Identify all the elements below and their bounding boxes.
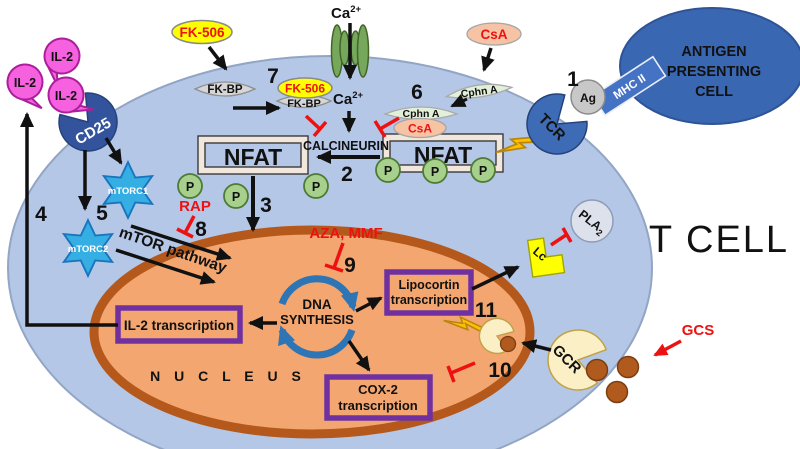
fk506-pill — [171, 19, 233, 45]
nfat-active-box: NFAT — [197, 135, 309, 175]
fkbp-calcineurin-inhibitor — [304, 114, 328, 138]
nfat-label: NFAT — [224, 144, 282, 170]
lipocortin-label-line2: transcription — [391, 293, 467, 307]
fk506-pill — [277, 77, 333, 99]
lipocortin-transcription-box: Lipocortin transcription — [384, 269, 474, 316]
mtorc2-label: mTORC2 — [68, 244, 108, 255]
csa-pill — [393, 117, 447, 139]
p-label: P — [384, 164, 392, 178]
dna-cycle-arc-top — [278, 275, 359, 312]
mtor-pathway-arrow-lower — [115, 248, 216, 285]
lc-protein — [526, 237, 566, 278]
ca-label-inner: Ca2+ — [333, 90, 363, 108]
p-label: P — [312, 180, 320, 194]
lipocortin-to-lc-arrow — [471, 265, 520, 291]
lc-pla2-inhibitor — [550, 227, 573, 247]
fk506-label: FK-506 — [285, 82, 325, 96]
csa-to-cphna-arrow — [481, 47, 495, 72]
il2-molecules: IL-2 IL-2 IL-2 — [1, 30, 95, 121]
aza-mmf-label: AZA, MMF — [309, 225, 382, 242]
p-label: P — [232, 190, 240, 204]
step-11: 11 — [475, 299, 498, 322]
cox2-label-line2: transcription — [338, 398, 418, 413]
step-1: 1 — [567, 68, 579, 91]
pla2-enzyme — [570, 199, 614, 243]
il2-label: IL-2 — [55, 89, 77, 103]
phosphate-groups: P P P P P P — [177, 157, 496, 209]
il2-transcription-label: IL-2 transcription — [124, 318, 234, 333]
step-10: 10 — [488, 359, 511, 382]
dna-cycle-arc-bottom — [278, 325, 356, 359]
apc-body — [619, 7, 800, 125]
fk506-to-fkbp-arrow — [207, 45, 228, 71]
rap-inhibitor — [176, 215, 196, 239]
csa-calcineurin-inhibitor — [373, 116, 400, 138]
lipocortin-label-line1: Lipocortin — [398, 278, 459, 292]
gcs-molecule — [616, 355, 640, 379]
gcs-molecule — [499, 335, 517, 353]
aza-mmf-inhibitor — [324, 242, 345, 273]
apc-label-line1: ANTIGEN — [681, 44, 746, 60]
step-2: 2 — [341, 163, 353, 186]
il2-transcription-box: IL-2 transcription — [115, 305, 243, 344]
fk506-fkbp-complex: FK-506 FK-BP — [275, 77, 333, 110]
nucleus-label: N U C L E U S — [150, 368, 306, 384]
csa-pill — [466, 22, 522, 46]
cphna-complex-arrow — [450, 94, 468, 108]
csa-label: CsA — [480, 27, 507, 42]
step-7: 7 — [267, 65, 279, 88]
mtor-pathway-arrow-upper — [130, 224, 232, 261]
gcr-to-nucleus-arrow — [521, 339, 552, 353]
ca-label-outer: Ca2+ — [331, 4, 361, 22]
apc-label-line3: CELL — [695, 84, 733, 100]
gcs-arrow — [653, 339, 682, 357]
step-3: 3 — [260, 194, 272, 217]
cd25-receptor — [58, 92, 118, 152]
gcs-molecule — [585, 358, 609, 382]
p-label: P — [186, 180, 194, 194]
cd25-to-mtorc1-arrow — [104, 137, 123, 165]
dna-label-line2: SYNTHESIS — [280, 312, 354, 327]
il2-label: IL-2 — [14, 76, 36, 90]
cox2-inhibitor — [446, 361, 476, 383]
il2-label: IL-2 — [51, 50, 73, 64]
ag-label: Ag — [580, 91, 596, 105]
p-label: P — [431, 165, 439, 179]
dna-label-line1: DNA — [302, 297, 331, 312]
cphna-label: Cphn A — [403, 108, 440, 120]
fk506-label: FK-506 — [179, 25, 225, 40]
dna-to-lipocortin-arrow — [355, 296, 383, 313]
gcr-nucleus-complex — [478, 317, 517, 355]
fkbp-label: FK-BP — [207, 84, 242, 96]
gcs-molecule — [605, 380, 629, 404]
step-9: 9 — [344, 254, 356, 277]
rap-label: RAP — [179, 198, 211, 215]
mtorc1-label: mTORC1 — [108, 186, 149, 197]
fkbp-label: FK-BP — [287, 98, 321, 110]
cphna-protein — [383, 106, 459, 121]
gcr-receptor — [547, 329, 608, 391]
dna-to-cox2-arrow — [347, 340, 371, 372]
cox2-label-line1: COX-2 — [358, 382, 398, 397]
cphna-csa-complex: Cphn A CsA — [383, 106, 459, 139]
calcineurin-label: CALCINEURIN — [303, 139, 389, 153]
step-4: 4 — [35, 203, 47, 226]
p-label: P — [479, 164, 487, 178]
cphna-label: Cphn A — [460, 83, 499, 100]
apc-label-line2: PRESENTING — [667, 64, 761, 80]
step-6: 6 — [411, 81, 423, 104]
fkbp-protein — [193, 81, 257, 97]
gcs-label: GCS — [682, 322, 715, 339]
tcr-receptor — [526, 93, 588, 155]
t-cell-label: T CELL — [649, 219, 789, 261]
ag-circle — [570, 79, 606, 115]
dna-synthesis-cycle: DNA SYNTHESIS — [278, 275, 359, 359]
cox2-transcription-box: COX-2 transcription — [324, 374, 433, 421]
csa-label: CsA — [408, 122, 432, 136]
step-8: 8 — [195, 218, 207, 241]
il2-feedback-arrow — [20, 112, 118, 327]
step-5: 5 — [96, 202, 108, 225]
